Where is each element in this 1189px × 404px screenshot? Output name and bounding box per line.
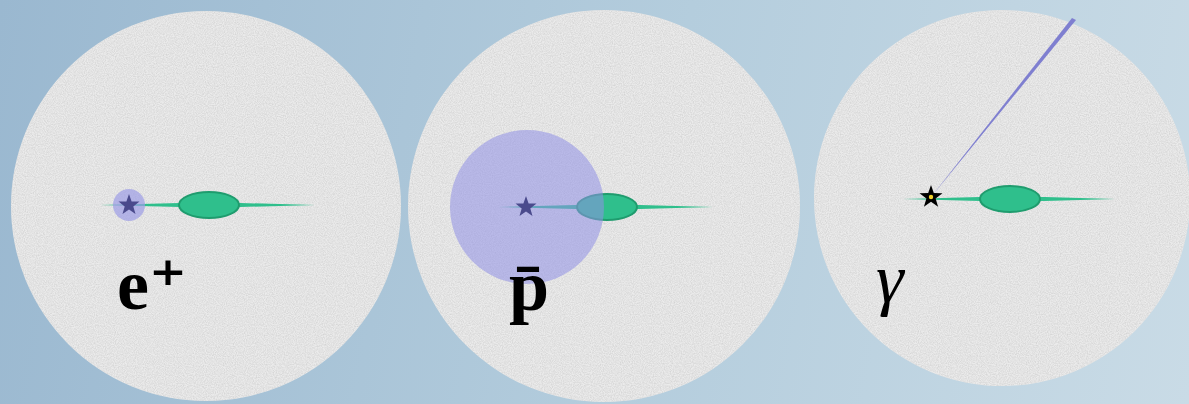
disc-noise [11, 11, 401, 401]
disc-outline [814, 10, 1189, 386]
particle-label: γ [876, 244, 904, 314]
particle-label: p̄ [509, 250, 549, 322]
sky-disc: e⁺ [11, 11, 401, 401]
particle-label: e⁺ [117, 249, 187, 321]
disc-noise [814, 10, 1189, 386]
disc-fill [11, 11, 401, 401]
disc-noise [408, 10, 800, 402]
disc-fill [814, 10, 1189, 386]
sky-disc: p̄ [408, 10, 800, 402]
sky-disc: γ [814, 10, 1189, 386]
disc-outline [408, 10, 800, 402]
disc-outline [11, 11, 401, 401]
disc-fill [408, 10, 800, 402]
